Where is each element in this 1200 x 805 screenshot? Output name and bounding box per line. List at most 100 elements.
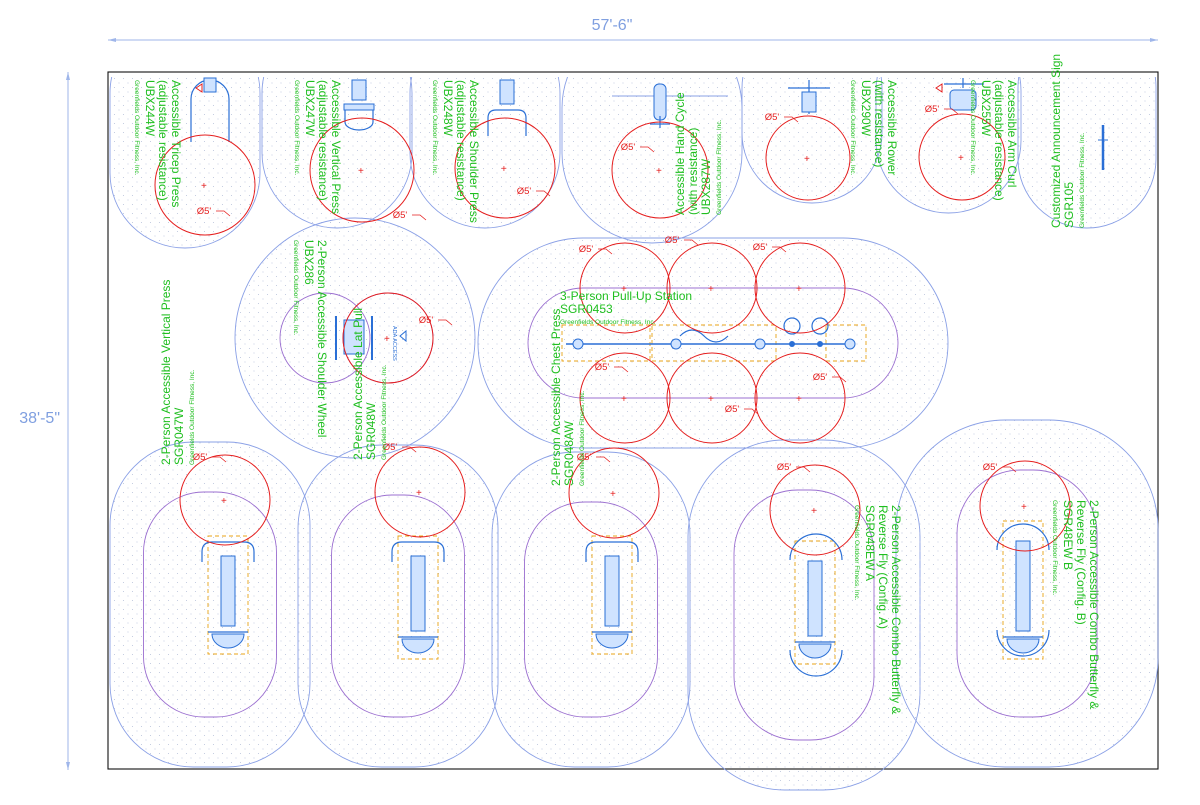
label-line: SGR105 xyxy=(1062,182,1076,228)
arrow-icon xyxy=(399,329,407,343)
inner-zone xyxy=(524,501,658,718)
manufacturer-label: Greenfields Outdoor Fitness, Inc. xyxy=(293,80,300,176)
manufacturer-label: Greenfields Outdoor Fitness, Inc. xyxy=(381,364,388,460)
label-line: (adjustable resistance) xyxy=(992,80,1006,201)
center-mark: + xyxy=(656,166,662,177)
clearance-label: Ø5' xyxy=(393,210,408,221)
clearance-label: Ø5' xyxy=(665,235,680,246)
equipment-label: Accessible Arm Curl(adjustable resistanc… xyxy=(969,80,1019,201)
label-line: 2-Person Accessible Combo Butterfly & xyxy=(1087,500,1101,709)
manufacturer-label: Greenfields Outdoor Fitness, Inc. xyxy=(716,119,723,215)
equipment-symbol xyxy=(1098,125,1108,170)
label-line: UBX286 xyxy=(302,240,316,285)
label-line: 2-Person Accessible Lat Pull xyxy=(351,308,365,460)
leader-line xyxy=(684,239,699,246)
leader-line xyxy=(640,146,655,153)
center-mark: + xyxy=(201,181,207,192)
manufacturer-label: Greenfields Outdoor Fitness, Inc. xyxy=(1079,132,1086,228)
manufacturer-label: Greenfields Outdoor Fitness, Inc. xyxy=(292,240,299,336)
label-line: 2-Person Accessible Vertical Press xyxy=(159,280,173,465)
equipment-symbol xyxy=(1002,520,1044,660)
label-line: Accessible Shoulder Press xyxy=(467,80,481,223)
top-row-zones xyxy=(109,77,1157,249)
center-mark: + xyxy=(621,394,627,405)
leader-line xyxy=(596,456,611,463)
equipment-label: Accessible Hand Cycle(with resistance)UB… xyxy=(673,92,723,215)
label-line: SGR0453 xyxy=(560,302,613,316)
clearance-circle xyxy=(154,134,256,236)
label-line: Accessible Hand Cycle xyxy=(673,92,687,215)
equipment-label: 2-Person Accessible Combo Butterfly &Rev… xyxy=(1051,500,1101,709)
equipment-symbols: ADA ACCESS xyxy=(190,77,1108,677)
leader-line xyxy=(944,108,959,115)
label-line: Accessible Vertical Press xyxy=(329,80,343,214)
inner-zone xyxy=(527,287,899,399)
manufacturer-label: Greenfields Outdoor Fitness, Inc. xyxy=(431,80,438,176)
clearance-circle xyxy=(579,242,671,334)
dimension-height-label: 38'-5" xyxy=(19,410,60,427)
clearance-label: Ø5' xyxy=(753,242,768,253)
inner-zone xyxy=(733,489,875,741)
center-mark: + xyxy=(621,284,627,295)
center-mark: + xyxy=(501,164,507,175)
label-line: Accessible Arm Curl xyxy=(1005,80,1019,187)
center-mark: + xyxy=(221,496,227,507)
equipment-label: Accessible Shoulder Press(adjustable res… xyxy=(431,80,481,223)
label-line: (adjustable resistance) xyxy=(316,80,330,201)
arc xyxy=(789,649,843,677)
arc xyxy=(996,523,1050,551)
use-zone xyxy=(561,77,743,244)
label-line: SGR48EW B xyxy=(1061,500,1075,570)
label-line: UBX255W xyxy=(979,80,993,137)
equipment-symbol xyxy=(944,78,984,111)
equipment-symbol xyxy=(612,83,728,128)
site-boundary xyxy=(107,71,1159,770)
equipment-label: 2-Person Accessible Shoulder WheelUBX286… xyxy=(292,240,329,437)
manufacturer-label: Greenfields Outdoor Fitness, Inc. xyxy=(133,80,140,176)
center-mark: + xyxy=(804,154,810,165)
equipment-label: 3-Person Pull-Up StationSGR0453Greenfiel… xyxy=(560,289,692,326)
manufacturer-label: Greenfields Outdoor Fitness, Inc. xyxy=(853,505,860,601)
dimension-width-label: 57'-6" xyxy=(592,17,633,34)
equipment-symbol xyxy=(585,535,639,655)
clearance-label: Ø5' xyxy=(193,452,208,463)
clearance-circle xyxy=(568,447,660,539)
arrow-icon xyxy=(195,83,203,93)
label-line: 2-Person Accessible Shoulder Wheel xyxy=(315,240,329,437)
equipment-symbol xyxy=(794,540,836,665)
center-mark: + xyxy=(358,166,364,177)
clearance-label: Ø5' xyxy=(197,206,212,217)
equipment-label: Accessible Rower(with resistance)UBX290W… xyxy=(849,80,899,176)
leader-line xyxy=(412,214,427,221)
center-mark: + xyxy=(796,394,802,405)
label-line: SGR047W xyxy=(172,407,186,465)
equipment-label: Accessible Tricep Press(adjustable resis… xyxy=(133,80,183,207)
label-line: UBX290W xyxy=(859,80,873,137)
clearance-label: Ø5' xyxy=(517,186,532,197)
leader-line xyxy=(1002,466,1017,473)
label-line: Accessible Rower xyxy=(885,80,899,175)
clearance-label: Ø5' xyxy=(813,372,828,383)
use-zone xyxy=(1017,77,1157,229)
arrow-icon xyxy=(935,83,943,93)
center-mark: + xyxy=(1021,502,1027,513)
clearance-label: Ø5' xyxy=(383,442,398,453)
clearance-label: Ø5' xyxy=(777,462,792,473)
clearance-label: Ø5' xyxy=(419,315,434,326)
leader-line xyxy=(614,366,629,373)
manufacturer-label: Greenfields Outdoor Fitness, Inc. xyxy=(1051,500,1058,596)
clearance-circle xyxy=(611,121,709,219)
equipment-label: 2-Person Accessible Combo Butterfly &Rev… xyxy=(853,505,903,714)
clearance-label: Ø5' xyxy=(983,462,998,473)
clearance-label: Ø5' xyxy=(925,104,940,115)
clearance-circle xyxy=(342,292,434,384)
label-line: UBX247W xyxy=(303,80,317,137)
label-line: SGR048AW xyxy=(562,420,576,486)
center-mark: + xyxy=(708,394,714,405)
manufacturer-label: Greenfields Outdoor Fitness, Inc. xyxy=(189,369,196,465)
equipment-symbol xyxy=(788,80,830,114)
